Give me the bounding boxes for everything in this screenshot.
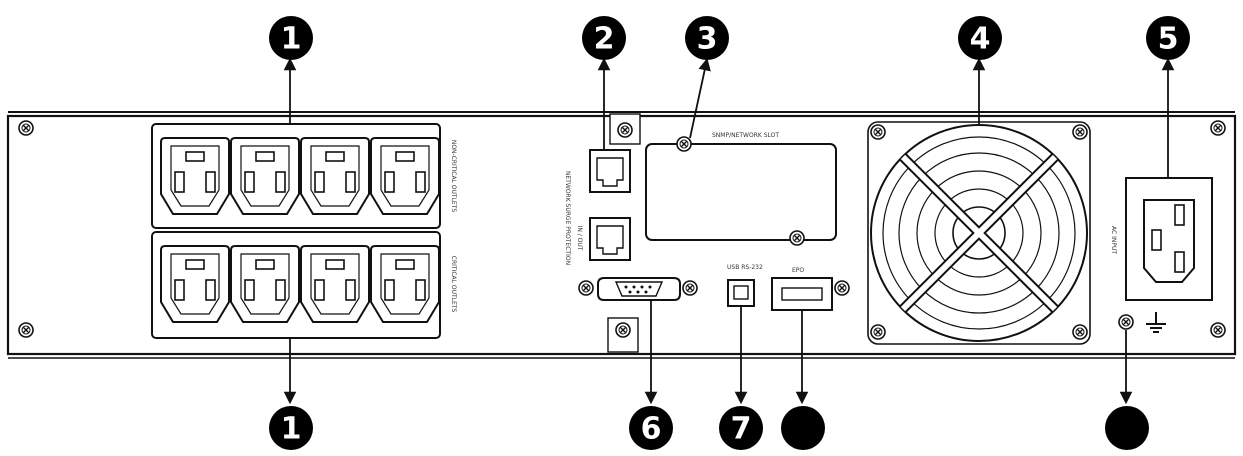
serial-port <box>578 277 698 301</box>
screw-icon <box>578 280 594 296</box>
callout-5: 5 <box>1146 16 1190 60</box>
network-ports: NETWORK SURGE PROTECTION IN / OUT <box>564 149 631 265</box>
outlet-group-bottom-label: CRITICAL OUTLETS <box>450 256 457 313</box>
outlet-icon <box>370 245 440 323</box>
callout-8 <box>781 406 825 450</box>
epo-port: EPO <box>771 267 850 311</box>
screw-icon <box>1072 324 1088 340</box>
network-io-label: IN / OUT <box>576 226 583 251</box>
svg-text:7: 7 <box>731 412 752 447</box>
cooling-fan <box>867 121 1091 345</box>
screw-icon <box>615 322 631 338</box>
svg-text:5: 5 <box>1158 22 1179 57</box>
outlet-bank: NON-CRITICAL OUTLETS CRITICAL OUTLETS <box>151 123 457 339</box>
svg-text:4: 4 <box>970 22 991 57</box>
screw-icon <box>1072 124 1088 140</box>
screw-icon <box>1118 314 1134 330</box>
screw-icon <box>682 280 698 296</box>
callout-3: 3 <box>685 16 729 60</box>
ground-terminal <box>1118 312 1166 333</box>
epo-port-label: EPO <box>792 267 804 274</box>
outlet-icon <box>230 137 300 215</box>
outlet-icon <box>230 245 300 323</box>
outlet-icon <box>160 137 230 215</box>
usb-port-label: USB RS-232 <box>727 264 763 271</box>
screw-icon <box>1210 120 1226 136</box>
bracket-screws <box>607 113 641 353</box>
callout-1-bottom: 1 <box>269 406 313 450</box>
screw-icon <box>18 322 34 338</box>
svg-text:2: 2 <box>594 22 615 57</box>
expansion-slot: SNMP/NETWORK SLOT <box>645 132 837 246</box>
outlet-group-top-label: NON-CRITICAL OUTLETS <box>450 140 457 213</box>
screw-icon <box>617 122 633 138</box>
outlet-icon <box>160 245 230 323</box>
outlet-icon <box>300 137 370 215</box>
ac-input-label: AC INPUT <box>1110 226 1117 254</box>
ac-input: AC INPUT <box>1110 177 1213 301</box>
svg-text:1: 1 <box>281 22 302 57</box>
callout-9 <box>1105 406 1149 450</box>
callout-7: 7 <box>719 406 763 450</box>
callout-2: 2 <box>582 16 626 60</box>
callout-4: 4 <box>958 16 1002 60</box>
callout-1-top: 1 <box>269 16 313 60</box>
svg-text:6: 6 <box>641 412 662 447</box>
screw-icon <box>834 280 850 296</box>
callout-6: 6 <box>629 406 673 450</box>
screw-icon <box>1210 322 1226 338</box>
callouts: 1 1 2 3 4 5 6 7 <box>269 16 1190 450</box>
network-ports-label: NETWORK SURGE PROTECTION <box>564 171 571 265</box>
screw-icon <box>870 324 886 340</box>
leader-lines <box>283 57 1175 405</box>
screw-icon <box>18 120 34 136</box>
ground-symbol-icon <box>1146 312 1166 333</box>
svg-text:3: 3 <box>697 22 718 57</box>
screw-icon <box>870 124 886 140</box>
svg-text:1: 1 <box>281 412 302 447</box>
outlet-icon <box>370 137 440 215</box>
screw-icon <box>676 136 692 152</box>
expansion-slot-label: SNMP/NETWORK SLOT <box>712 132 779 139</box>
screw-icon <box>789 230 805 246</box>
outlet-icon <box>300 245 370 323</box>
